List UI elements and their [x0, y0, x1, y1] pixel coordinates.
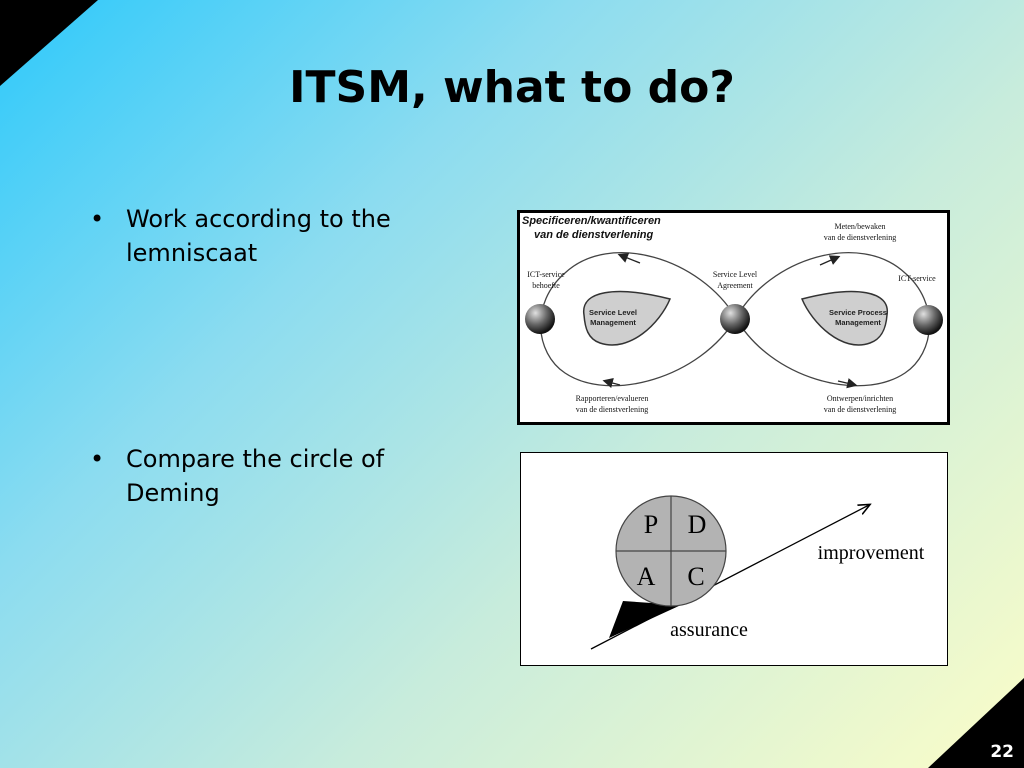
label-slm-sub: Management	[590, 318, 636, 327]
label-rapporteren: Rapporteren/evalueren	[576, 394, 649, 403]
label-sla-sub: Agreement	[717, 281, 753, 290]
label-meten: Meten/bewaken	[834, 222, 885, 231]
label-slm: Service Level	[589, 308, 637, 317]
lemniscaat-diagram: Specificeren/kwantificeren van de dienst…	[517, 210, 950, 425]
label-ict-service: ICT-service	[898, 274, 936, 283]
bullet-item-2: • Compare the circle of Deming	[90, 442, 470, 510]
label-improvement: improvement	[818, 542, 925, 564]
slide-title: ITSM, what to do?	[289, 62, 735, 113]
pdca-act: A	[637, 562, 656, 591]
arrow-icon	[617, 253, 641, 264]
slide-number: 22	[990, 742, 1014, 762]
arrow-icon	[602, 377, 621, 389]
corner-decoration-top-left	[0, 0, 98, 86]
spm-drop-shape	[800, 290, 888, 346]
bullet-item-1: • Work according to the lemniscaat	[90, 202, 470, 270]
slm-drop-shape	[583, 290, 672, 346]
bullet-text: Work according to the lemniscaat	[126, 205, 391, 267]
label-rapporteren-sub: van de dienstverlening	[576, 405, 648, 414]
label-ict-need: ICT-service	[527, 270, 565, 279]
label-ict-need-sub: behoefte	[532, 281, 560, 290]
label-meten-sub: van de dienstverlening	[824, 233, 896, 242]
ball-icon	[913, 305, 943, 335]
label-specificeren-sub: van de dienstverlening	[534, 229, 653, 241]
label-sla: Service Level	[713, 270, 758, 279]
deming-diagram: P D A C improvement assurance	[520, 452, 948, 666]
arrow-icon	[819, 255, 841, 266]
pdca-plan: P	[644, 510, 658, 539]
arrow-icon	[837, 378, 858, 389]
corner-decoration-bottom-right	[928, 678, 1024, 768]
label-specificeren: Specificeren/kwantificeren	[522, 215, 661, 227]
label-ontwerpen: Ontwerpen/inrichten	[827, 394, 893, 403]
label-assurance: assurance	[670, 619, 748, 641]
ball-icon	[720, 304, 750, 334]
label-spm: Service Process	[829, 308, 887, 317]
ball-icon	[525, 304, 555, 334]
bullet-marker: •	[90, 445, 105, 473]
label-ontwerpen-sub: van de dienstverlening	[824, 405, 896, 414]
bullet-marker: •	[90, 205, 105, 233]
assurance-wedge	[609, 601, 681, 638]
label-spm-sub: Management	[835, 318, 881, 327]
pdca-do: D	[688, 510, 707, 539]
pdca-check: C	[687, 562, 704, 591]
bullet-text: Compare the circle of Deming	[126, 445, 385, 507]
